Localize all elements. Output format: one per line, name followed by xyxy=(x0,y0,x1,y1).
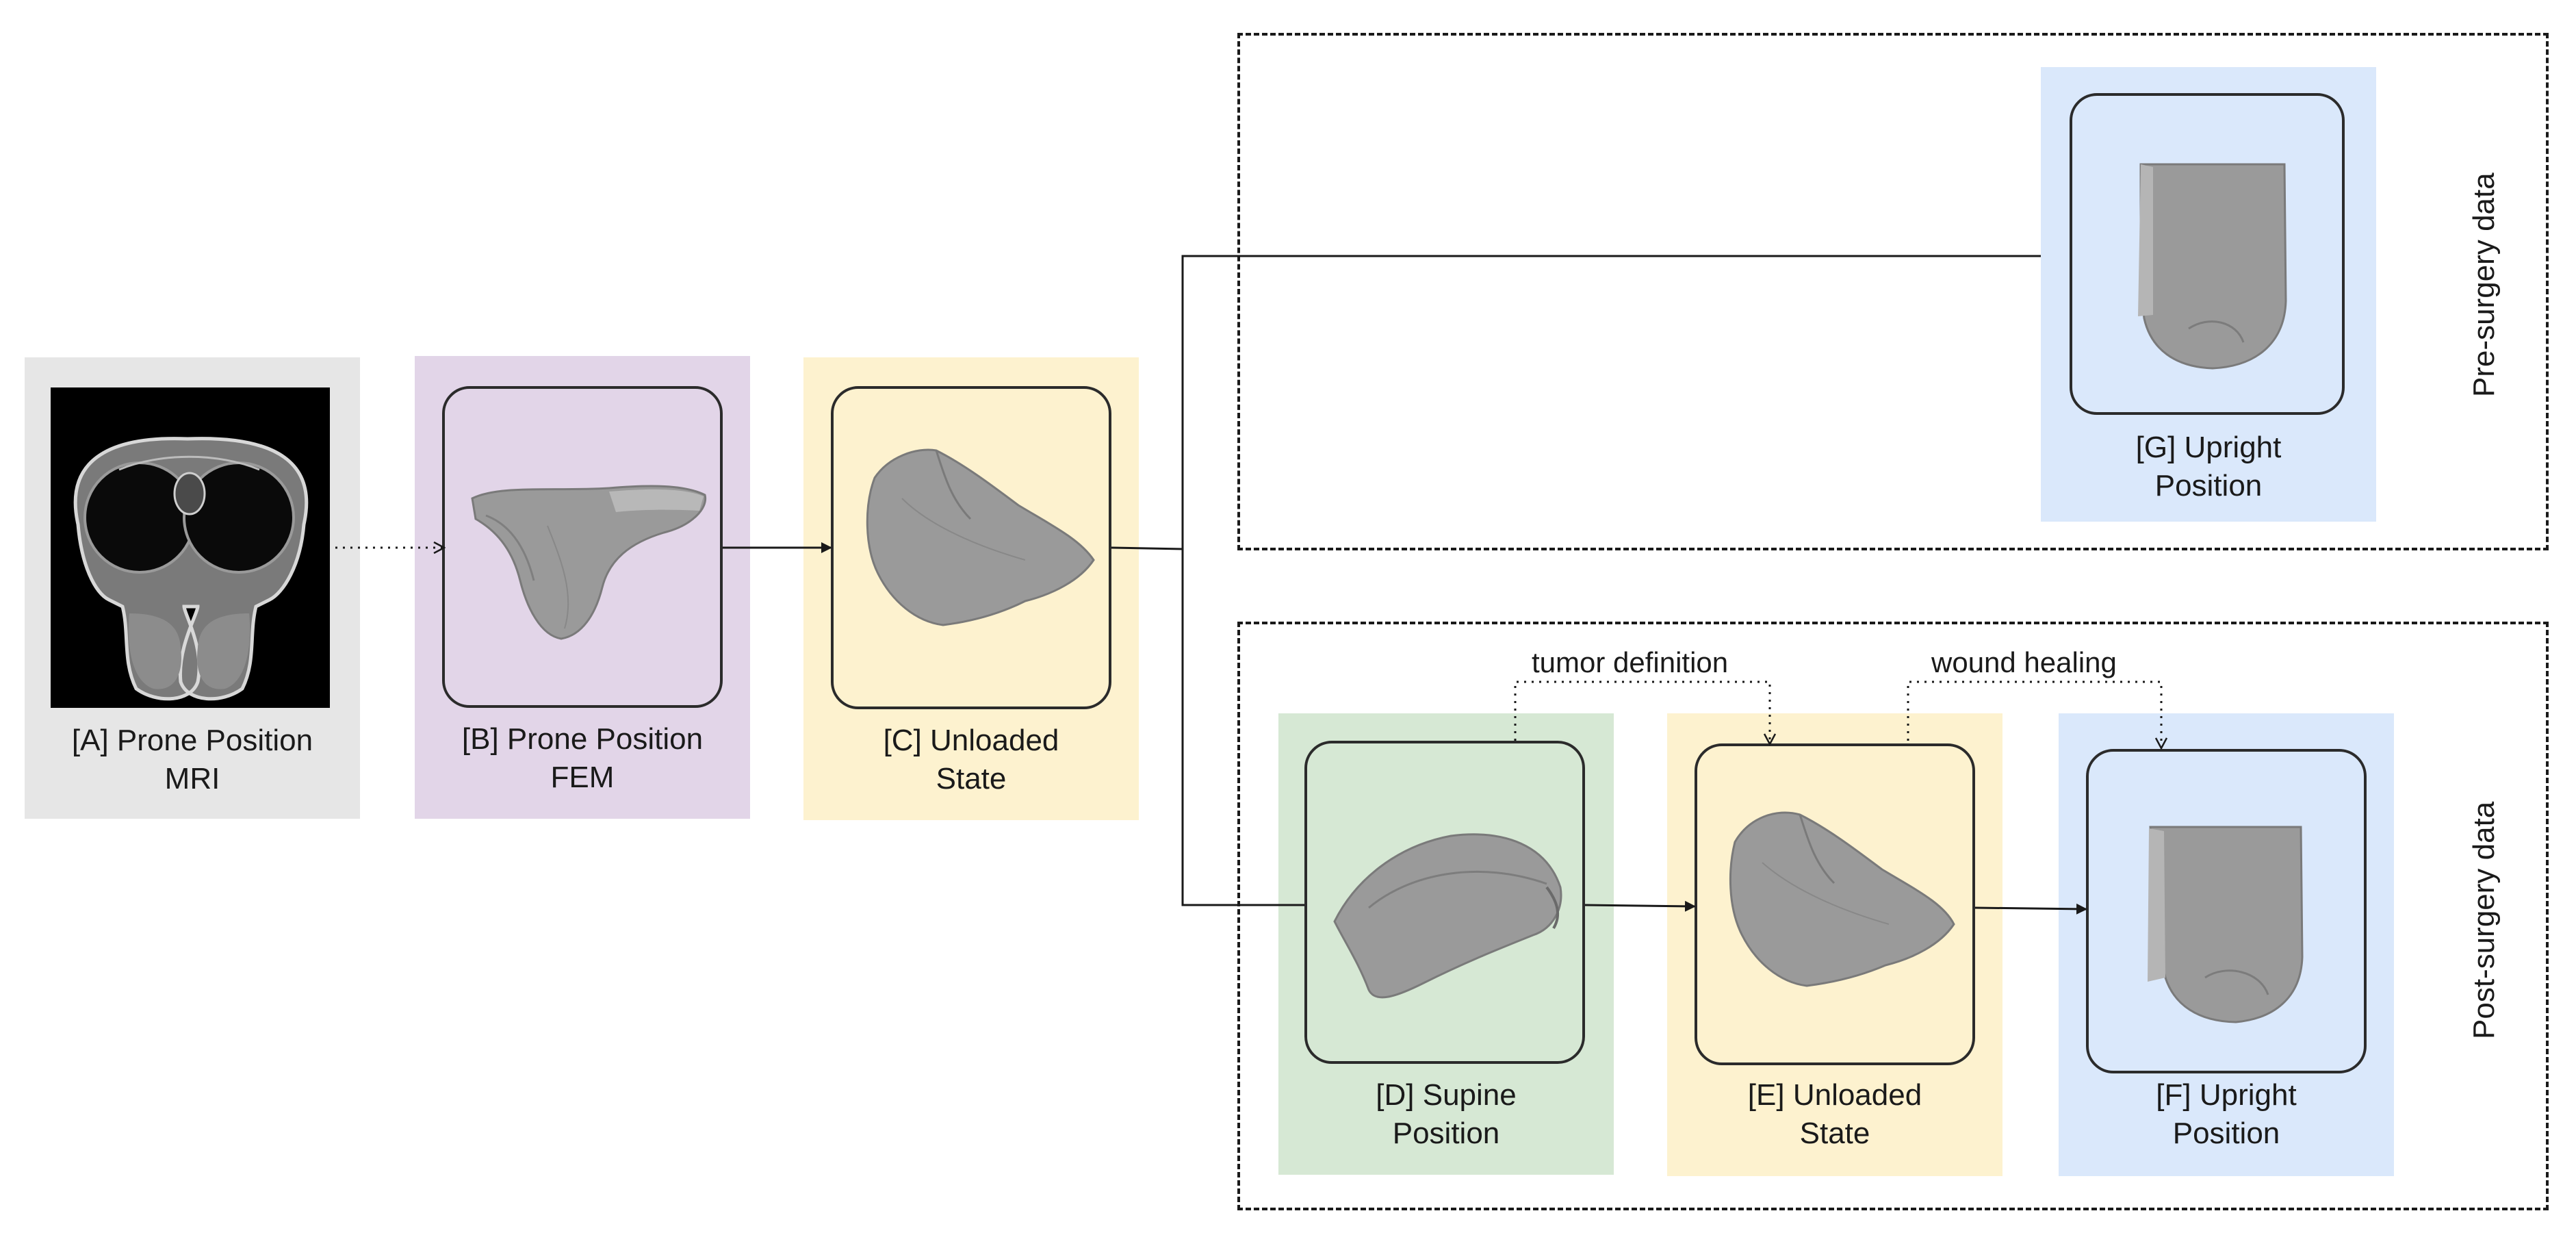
panel-f-caption-line1: [F] Upright xyxy=(2156,1078,2297,1112)
panel-b-caption-line2: FEM xyxy=(550,761,615,794)
mri-scan-graphic xyxy=(73,437,309,701)
panel-c-frame xyxy=(831,386,1111,709)
tumor-definition-label: tumor definition xyxy=(1525,646,1736,679)
panel-c-caption-line2: State xyxy=(936,762,1007,795)
panel-c-caption-line1: [C] Unloaded xyxy=(883,724,1059,757)
mesh-upright-g xyxy=(2138,163,2287,370)
panel-d-frame xyxy=(1304,741,1585,1064)
panel-b-prone-fem: [B] Prone Position FEM xyxy=(415,356,750,819)
mesh-prone-fem xyxy=(471,485,707,640)
panel-d-caption-line2: Position xyxy=(1392,1117,1500,1150)
panel-c-caption: [C] Unloaded State xyxy=(803,722,1139,798)
panel-b-caption-line1: [B] Prone Position xyxy=(461,722,704,756)
panel-e-caption: [E] Unloaded State xyxy=(1667,1076,2002,1153)
panel-g-caption-line2: Position xyxy=(2154,469,2263,502)
panel-f-caption: [F] Upright Position xyxy=(2059,1076,2394,1153)
post-surgery-label: Post-surgery data xyxy=(2467,801,2501,1039)
pre-surgery-label: Pre-surgery data xyxy=(2467,173,2501,397)
panel-f-upright: [F] Upright Position xyxy=(2059,713,2394,1176)
mesh-unloaded-c xyxy=(866,448,1095,626)
panel-f-frame xyxy=(2086,749,2367,1073)
panel-g-caption-line1: [G] Upright xyxy=(2135,431,2282,464)
panel-e-caption-line1: [E] Unloaded xyxy=(1747,1078,1922,1112)
panel-e-unloaded: [E] Unloaded State xyxy=(1667,713,2002,1176)
panel-c-unloaded: [C] Unloaded State xyxy=(803,357,1139,820)
panel-e-caption-line2: State xyxy=(1799,1117,1870,1150)
panel-f-caption-line2: Position xyxy=(2172,1117,2280,1150)
post-surgery-group xyxy=(1237,622,2549,1210)
mesh-upright-f xyxy=(2148,826,2304,1023)
panel-g-caption: [G] Upright Position xyxy=(2041,429,2376,505)
mesh-unloaded-e xyxy=(1729,811,1955,987)
panel-e-frame xyxy=(1695,743,1975,1065)
panel-b-frame xyxy=(442,386,723,708)
wound-healing-label: wound healing xyxy=(1924,646,2124,679)
panel-a-caption: [A] Prone Position MRI xyxy=(25,722,360,798)
mri-image xyxy=(51,387,330,708)
panel-g-frame xyxy=(2070,93,2345,415)
panel-d-caption-line1: [D] Supine xyxy=(1376,1078,1517,1112)
panel-a-caption-line1: [A] Prone Position xyxy=(71,724,313,757)
mesh-supine-d xyxy=(1333,833,1562,999)
panel-b-caption: [B] Prone Position FEM xyxy=(415,720,750,797)
panel-a-prone-mri: [A] Prone Position MRI xyxy=(25,357,360,819)
panel-a-caption-line2: MRI xyxy=(164,762,220,795)
panel-g-upright: [G] Upright Position xyxy=(2041,67,2376,522)
panel-d-supine: [D] Supine Position xyxy=(1278,713,1614,1175)
panel-d-caption: [D] Supine Position xyxy=(1278,1076,1614,1153)
